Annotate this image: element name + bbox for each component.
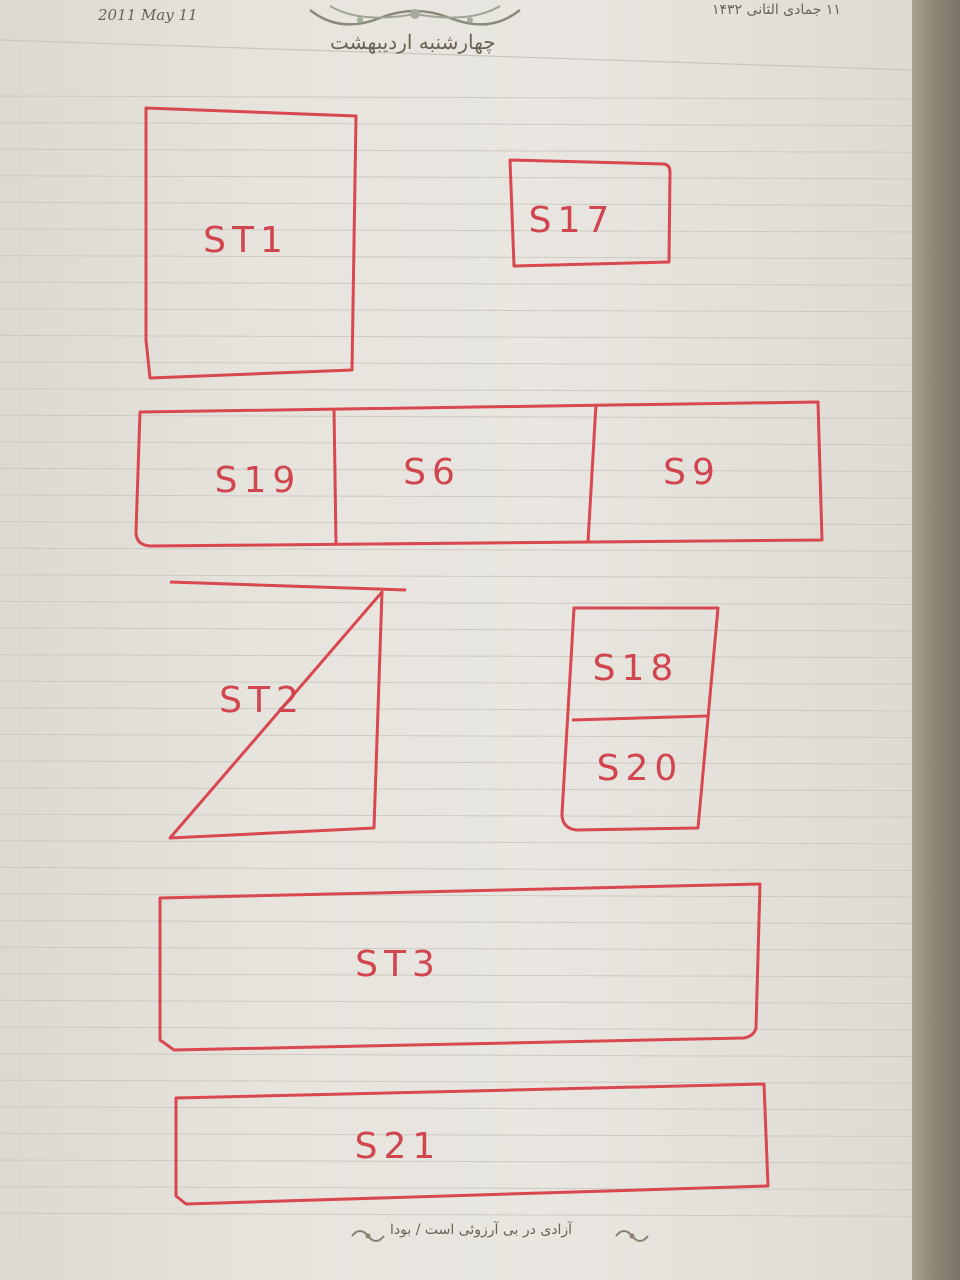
divider-s6-s9 [586, 403, 598, 543]
ruled-line [0, 1053, 912, 1058]
ruled-line [0, 175, 912, 180]
ruled-line [0, 148, 912, 153]
ruled-line [0, 1026, 912, 1031]
block-stack-s18-s20 [560, 606, 720, 832]
ruled-line [0, 760, 912, 765]
ruled-line [0, 733, 912, 738]
block-s18-label: S18 [593, 648, 680, 689]
block-s17 [508, 158, 672, 268]
block-st3 [158, 882, 762, 1052]
ruled-line [0, 946, 912, 951]
ruled-line [0, 1106, 912, 1111]
block-st2 [168, 580, 407, 840]
ruled-line [0, 866, 912, 871]
ruled-line [0, 973, 912, 978]
ruled-line [0, 228, 912, 233]
ruled-line [0, 627, 912, 632]
ruled-line [0, 414, 912, 419]
ruled-line [0, 813, 912, 818]
block-s9-label: S9 [663, 452, 721, 493]
block-st2-label: ST2 [219, 680, 305, 721]
ruled-line [0, 388, 912, 393]
hijri-date: ۱۱ جمادی الثانی ۱۴۳۲ [712, 2, 841, 18]
ruled-line [0, 600, 912, 605]
hand-drawn-layout: ST1 S17 S19 S6 S9 ST2 S18 S20 ST3 S21 [134, 106, 824, 1206]
ruled-line [0, 707, 912, 712]
ruled-line [0, 840, 912, 845]
block-row-s19-s6-s9 [134, 400, 824, 548]
notebook-page-edge [912, 0, 960, 1280]
ruled-line [0, 1186, 912, 1191]
block-s21-label: S21 [355, 1126, 442, 1167]
footer-ornament-left-icon [351, 1230, 385, 1242]
ruled-line [0, 999, 912, 1004]
ruled-line [0, 787, 912, 792]
block-s19-label: S19 [215, 460, 302, 501]
ruled-line [0, 680, 912, 685]
block-s6-label: S6 [403, 452, 461, 493]
ruled-line [0, 1212, 912, 1217]
ruled-line [0, 255, 912, 260]
divider-s19-s6 [332, 407, 338, 545]
divider-s18-s20 [571, 714, 709, 722]
ruled-line [0, 122, 912, 127]
ruled-line [0, 467, 912, 472]
ruled-line [0, 1159, 912, 1164]
header-ornament-icon [309, 5, 521, 26]
block-s17-label: S17 [529, 200, 616, 241]
ruled-line [0, 1132, 912, 1137]
ruled-line [0, 547, 912, 552]
ruled-line [0, 494, 912, 499]
footer-quote: آزادی در بی آرزوئی است / بودا [390, 1222, 573, 1238]
block-s20-label: S20 [597, 748, 684, 789]
block-s21 [174, 1082, 770, 1206]
ruled-lines [0, 40, 912, 1240]
ruled-line [0, 521, 912, 526]
footer-ornament-right-icon [615, 1230, 649, 1242]
ruled-line [0, 281, 912, 286]
ruled-line [0, 95, 912, 100]
weekday-month-heading: چهارشنبه اردیبهشت [330, 30, 496, 54]
block-st1-label: ST1 [203, 220, 289, 261]
block-st3-label: ST3 [355, 944, 441, 985]
ruled-line [0, 654, 912, 659]
ruled-line [0, 361, 912, 366]
gregorian-date: 2011 May 11 [98, 6, 198, 24]
block-st1 [144, 106, 358, 380]
notebook-page [0, 0, 912, 1280]
ruled-line [0, 334, 912, 339]
ruled-line [0, 574, 912, 579]
ruled-line [0, 441, 912, 446]
ruled-line [0, 308, 912, 313]
ruled-line [0, 201, 912, 206]
